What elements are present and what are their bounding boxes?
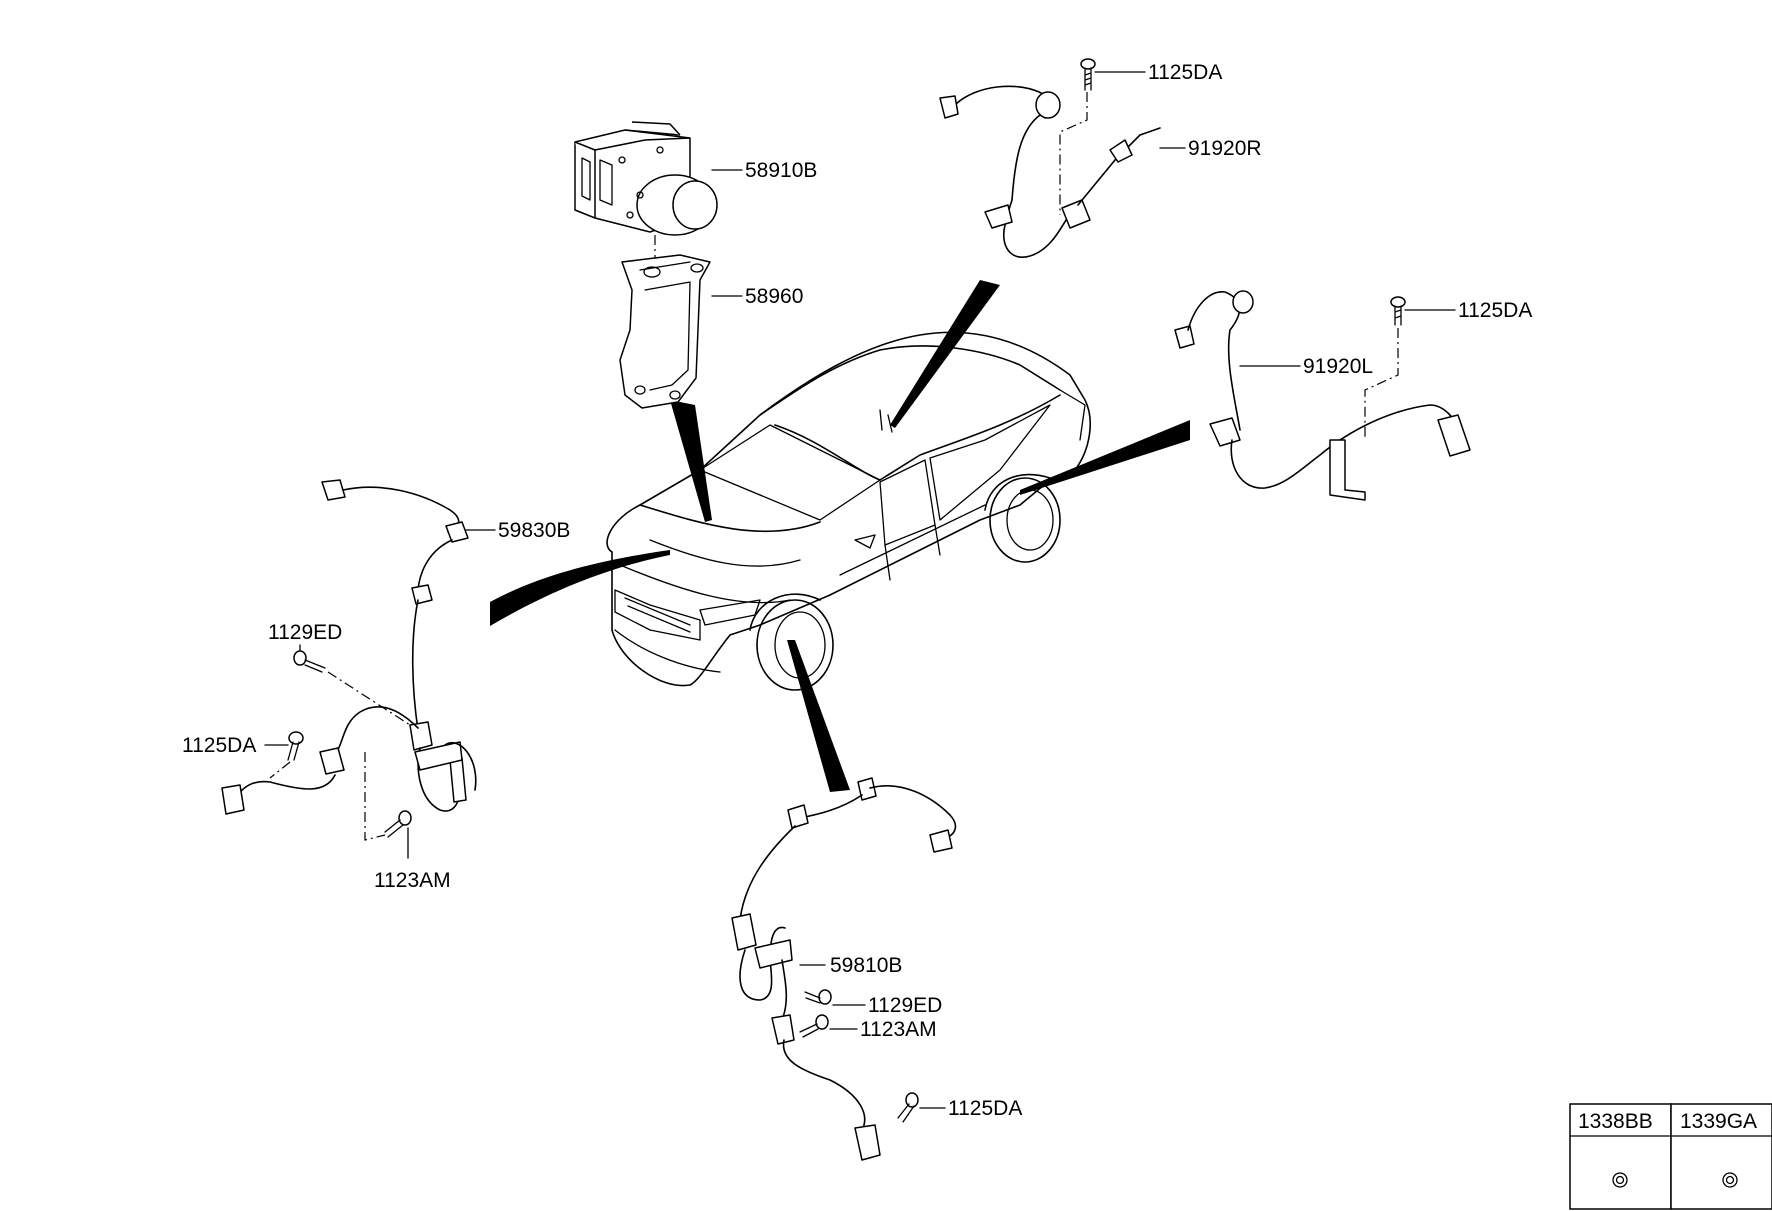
bolt-1125da-left-dash [269, 761, 291, 779]
hecu-bracket [619, 254, 711, 409]
bolt-1129ed-bottom [804, 989, 832, 1005]
rear-left-sensor-cable [1174, 290, 1471, 501]
parts-table-header-2: 1339GA [1680, 1110, 1757, 1133]
bolt-1129ed-left-dash [327, 671, 411, 726]
label-bolt-top-right: 1125DA [1148, 61, 1222, 84]
label-bracket: 58960 [745, 285, 803, 308]
label-1123am-bottom: 1123AM [860, 1018, 937, 1041]
bolt-1129ed-left [293, 650, 326, 673]
bolt-1123am-left-dash [364, 752, 386, 841]
callout-labels: 58910B 58960 1125DA 91920R 1125DA 91920L… [182, 61, 1532, 1120]
label-1129ed-bottom: 1129ED [868, 994, 942, 1017]
bolt-1123am-left [384, 810, 412, 838]
hecu-module [574, 121, 718, 236]
bolt-right [1390, 296, 1406, 326]
parts-table-col2-cell [1670, 1103, 1772, 1210]
label-rl-sensor: 91920L [1303, 355, 1373, 378]
parts-table: 1338BB 1339GA [1569, 1103, 1772, 1210]
label-1123am-left: 1123AM [374, 869, 451, 892]
bolt-1125da-left [287, 731, 304, 761]
rear-right-sensor-cable [939, 85, 1161, 259]
parts-table-header-1: 1338BB [1578, 1110, 1653, 1133]
label-1125da-left: 1125DA [182, 734, 256, 757]
bolt-right-dash [1364, 328, 1399, 440]
bolt-top-right-dash [1059, 92, 1088, 215]
label-front-left-sensor: 59830B [498, 519, 570, 542]
bolt-1125da-bottom [897, 1092, 919, 1123]
label-hecu: 58910B [745, 159, 817, 182]
nut-icon [1722, 1172, 1738, 1188]
nut-icon [1612, 1172, 1628, 1188]
front-left-sensor-cable [221, 479, 477, 815]
label-bolt-right: 1125DA [1458, 299, 1532, 322]
label-rr-sensor: 91920R [1188, 137, 1262, 160]
front-right-sensor-cable [731, 777, 957, 1161]
label-front-right-sensor: 59810B [830, 954, 902, 977]
bolt-1123am-bottom [799, 1014, 829, 1038]
bolt-top-right [1080, 58, 1096, 91]
label-1129ed-left: 1129ED [268, 621, 342, 644]
callout-wedges [490, 280, 1190, 792]
label-1125da-bottom: 1125DA [948, 1097, 1022, 1120]
